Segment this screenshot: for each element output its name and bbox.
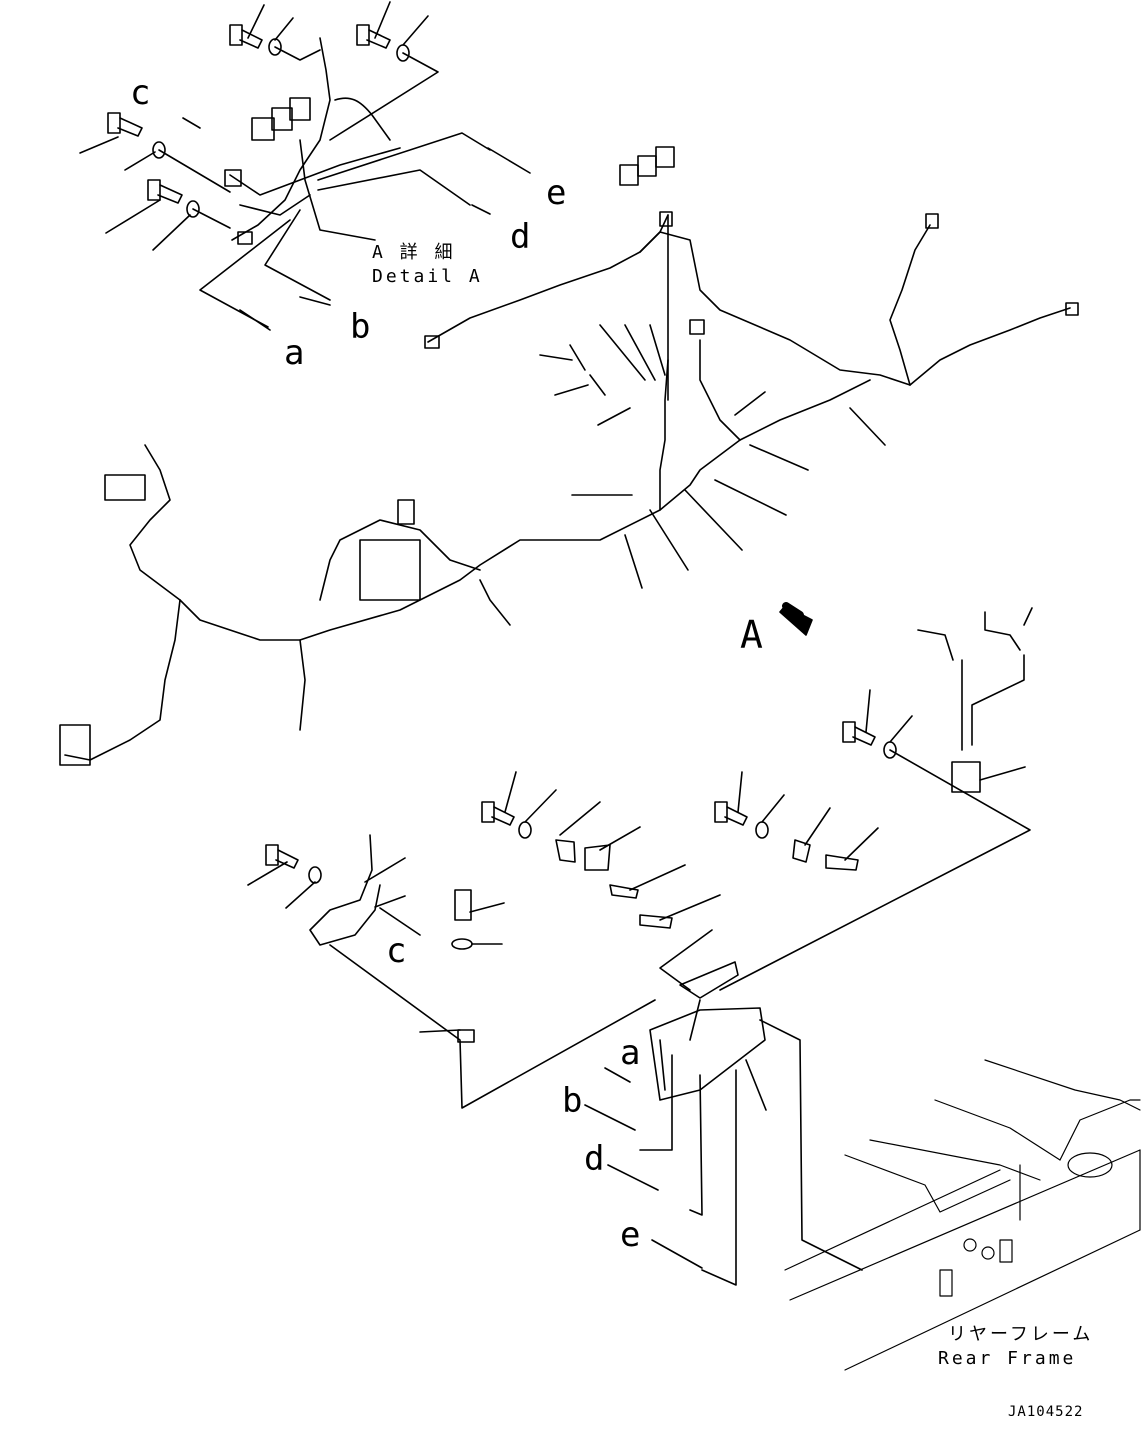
bolt-icon xyxy=(229,24,263,49)
callout-label: a xyxy=(284,333,305,373)
bracket-assembly-drawing xyxy=(247,771,879,1286)
bolt-icon xyxy=(481,801,515,826)
washer-icon xyxy=(755,821,769,839)
callout-label: c xyxy=(130,73,151,113)
detail-title-en: Detail A xyxy=(372,266,483,287)
callout-label: b xyxy=(562,1081,583,1121)
washer-icon xyxy=(308,866,322,884)
frame-name-en: Rear Frame xyxy=(938,1348,1077,1369)
rear-frame-drawing xyxy=(784,1059,1141,1371)
view-marker: A xyxy=(740,613,763,657)
washer-icon xyxy=(186,200,200,218)
bolt-icon xyxy=(842,721,876,746)
detail-title-jp: A 詳 細 xyxy=(372,242,456,263)
bolt-icon xyxy=(714,801,748,826)
bolt-icon xyxy=(147,179,183,204)
callout-label: e xyxy=(620,1215,641,1255)
callout-label: d xyxy=(510,217,531,257)
washer-icon xyxy=(152,141,166,159)
bolt-icon xyxy=(107,112,143,137)
detail-a-drawing xyxy=(79,1,531,331)
main-harness-drawing xyxy=(59,146,1079,766)
washer-icon xyxy=(451,938,473,950)
callout-label: d xyxy=(584,1139,605,1179)
callout-label: b xyxy=(350,307,371,347)
drawing-number: JA104522 xyxy=(1008,1404,1084,1420)
bolt-icon xyxy=(356,24,391,49)
callout-label: a xyxy=(620,1033,641,1073)
frame-name-jp: リヤーフレーム xyxy=(948,1324,1094,1345)
callout-label: e xyxy=(546,173,567,213)
washer-icon xyxy=(518,821,532,839)
callout-label: c xyxy=(386,931,407,971)
bolt-icon xyxy=(454,889,472,921)
relay-unit-drawing xyxy=(719,607,1033,991)
